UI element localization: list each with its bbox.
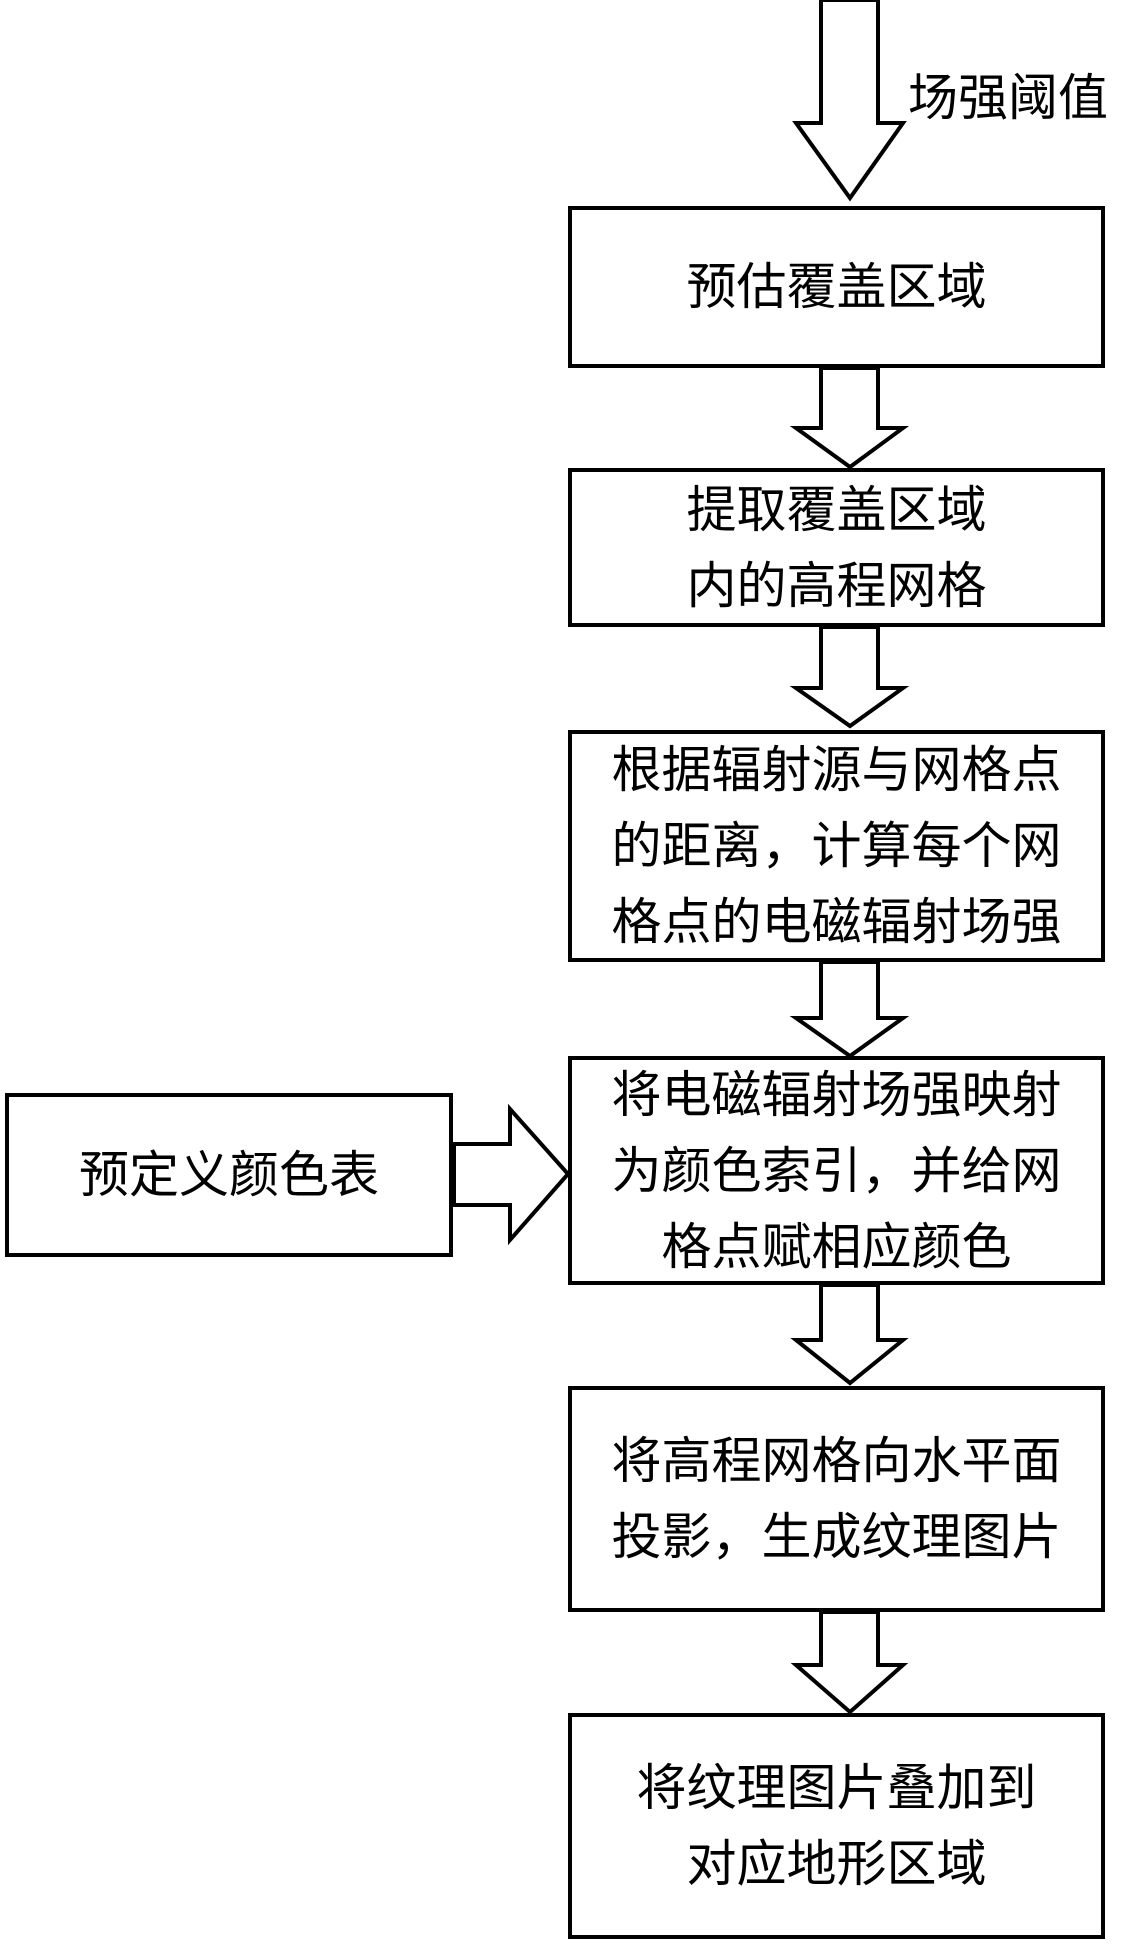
arrow-input-to-step1 bbox=[792, 0, 907, 202]
arrow-step2-to-step3 bbox=[789, 625, 910, 729]
step-line: 格点赋相应颜色 bbox=[661, 1217, 1012, 1276]
step-line: 将电磁辐射场强映射 bbox=[611, 1065, 1062, 1124]
step-line: 提取覆盖区域 bbox=[686, 480, 987, 539]
step-compute-field-strength: 根据辐射源与网格点 的距离，计算每个网 格点的电磁辐射场强 bbox=[568, 730, 1105, 962]
step-line: 的距离，计算每个网 bbox=[611, 817, 1062, 875]
step-line: 将高程网格向水平面 bbox=[611, 1432, 1062, 1490]
field-threshold-label: 场强阈值 bbox=[908, 69, 1108, 127]
step-line: 为颜色索引，并给网 bbox=[611, 1141, 1062, 1200]
arrow-step3-to-step4 bbox=[789, 960, 910, 1059]
arrow-step5-to-step6 bbox=[790, 1610, 909, 1715]
side-input-color-table: 预定义颜色表 bbox=[5, 1093, 453, 1257]
step-line: 投影，生成纹理图片 bbox=[611, 1508, 1062, 1566]
arrow-step1-to-step2 bbox=[789, 366, 910, 470]
step-extract-elevation-grid: 提取覆盖区域 内的高程网格 bbox=[568, 468, 1105, 627]
step-line: 格点的电磁辐射场强 bbox=[611, 893, 1062, 951]
step-line: 根据辐射源与网格点 bbox=[611, 741, 1062, 799]
arrow-step4-to-step5 bbox=[790, 1283, 909, 1386]
step-line: 内的高程网格 bbox=[686, 556, 987, 615]
step-line: 预估覆盖区域 bbox=[686, 258, 987, 316]
step-generate-texture: 将高程网格向水平面 投影，生成纹理图片 bbox=[568, 1386, 1105, 1612]
step-line: 将纹理图片叠加到 bbox=[636, 1759, 1037, 1817]
step-overlay-texture: 将纹理图片叠加到 对应地形区域 bbox=[568, 1713, 1105, 1939]
step-map-to-color-index: 将电磁辐射场强映射 为颜色索引，并给网 格点赋相应颜色 bbox=[568, 1056, 1105, 1285]
side-input-line: 预定义颜色表 bbox=[79, 1146, 379, 1204]
step-line: 对应地形区域 bbox=[686, 1835, 987, 1893]
step-estimate-coverage: 预估覆盖区域 bbox=[568, 206, 1105, 368]
arrow-colortable-to-step4 bbox=[452, 1103, 571, 1246]
